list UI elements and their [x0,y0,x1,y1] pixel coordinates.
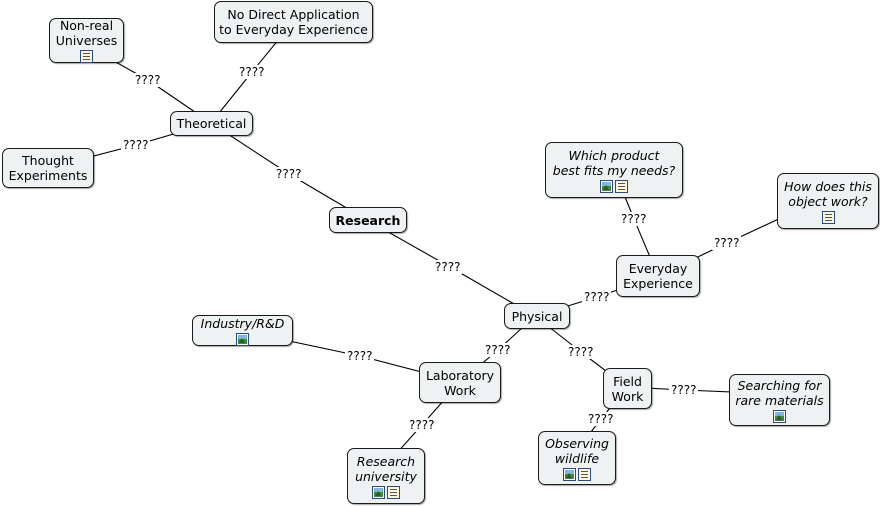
node-theoretical[interactable]: Theoretical [170,111,253,136]
node-research[interactable]: Research [329,207,407,233]
node-label: Research university [355,453,417,484]
node-no-direct-application[interactable]: No Direct Application to Everyday Experi… [214,1,373,43]
link-label: ???? [669,383,699,397]
link-label: ???? [274,167,304,181]
document-icon[interactable] [615,179,628,193]
node-label: Industry/R&D [200,315,285,331]
image-icon[interactable] [600,179,613,193]
document-icon[interactable] [821,210,835,224]
image-icon[interactable] [773,409,786,423]
image-icon[interactable] [372,485,385,499]
document-icon[interactable] [80,50,93,63]
node-label: Physical [511,308,563,324]
node-field-work[interactable]: Field Work [603,368,652,409]
node-label: Laboratory Work [425,367,495,398]
node-label: No Direct Application to Everyday Experi… [219,7,368,37]
node-physical[interactable]: Physical [504,303,570,329]
node-label: Which product best fits my needs? [552,147,676,178]
node-thought-experiments[interactable]: Thought Experiments [2,148,94,188]
node-label: Observing wildlife [545,435,609,466]
node-label: How does this object work? [784,178,872,209]
node-how-does-object-work[interactable]: How does this object work? [777,173,879,229]
link-label: ???? [582,290,612,304]
link-label: ???? [483,343,513,357]
node-label: Non-real Universes [55,18,118,48]
node-searching-rare-materials[interactable]: Searching for rare materials [729,374,830,426]
link-label: ???? [121,138,151,152]
image-icon[interactable] [236,332,249,346]
link-label: ???? [586,412,616,426]
node-industry-rd[interactable]: Industry/R&D [192,315,293,346]
link-label: ???? [345,349,375,363]
node-label: Theoretical [176,116,247,131]
node-non-real-universes[interactable]: Non-real Universes [49,18,124,63]
link-label: ???? [133,73,163,87]
document-icon[interactable] [578,467,591,481]
node-label: Research [335,212,401,228]
node-label: Everyday Experience [623,261,693,291]
node-everyday-experience[interactable]: Everyday Experience [616,255,700,297]
image-icon[interactable] [563,467,576,481]
node-label: Field Work [611,373,644,404]
link-label: ???? [433,260,463,274]
node-research-university[interactable]: Research university [347,448,425,504]
node-label: Thought Experiments [8,153,88,183]
document-icon[interactable] [387,485,400,499]
node-observing-wildlife[interactable]: Observing wildlife [538,431,616,485]
link-label: ???? [619,212,649,226]
node-which-product[interactable]: Which product best fits my needs? [545,142,683,198]
link-label: ???? [407,418,437,432]
link-label: ???? [566,345,596,359]
node-label: Searching for rare materials [735,377,824,408]
node-laboratory-work[interactable]: Laboratory Work [419,362,501,403]
link-label: ???? [237,65,267,79]
link-label: ???? [712,236,742,250]
